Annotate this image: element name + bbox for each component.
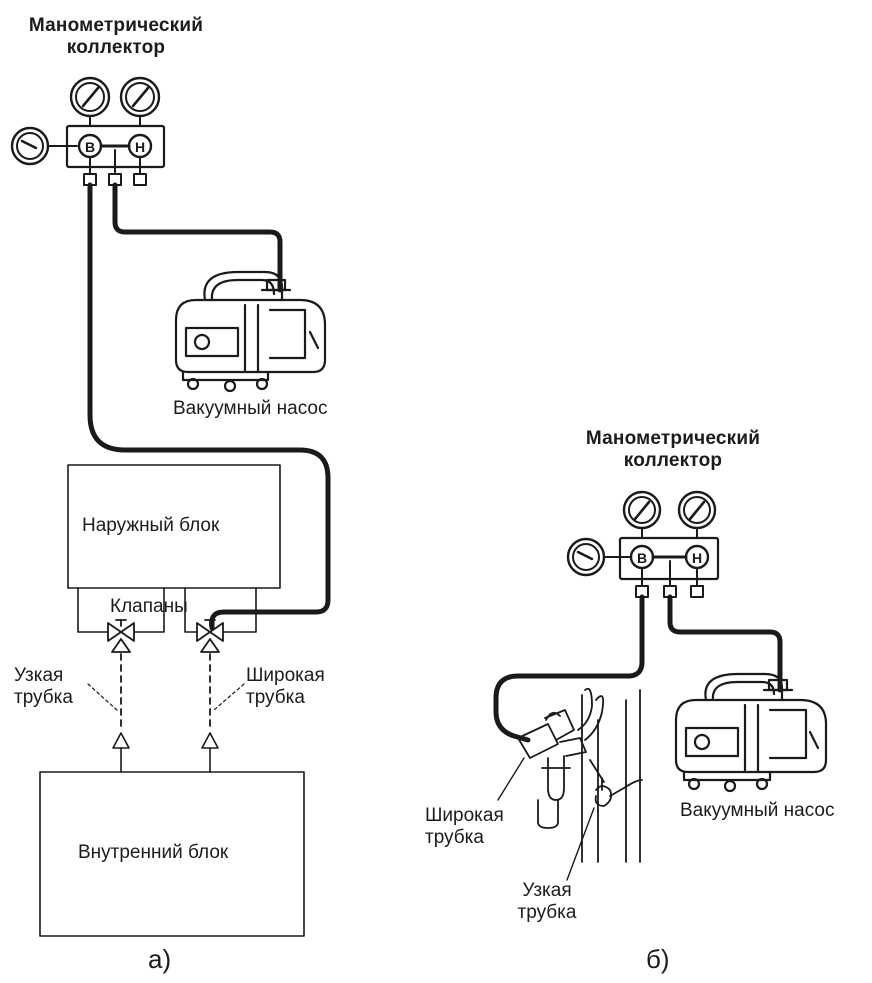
valve-wide-a [196,619,224,653]
wide-tube-label-b-line1: Широкая [425,805,504,826]
pump-label-b: Вакуумный насос [680,800,835,821]
outdoor-unit-label: Наружный блок [82,515,220,536]
hose-to-fitting-b [493,594,645,743]
valve-narrow-a [107,619,135,653]
vacuum-pump-b [674,672,828,793]
manifold-b [566,490,720,598]
wide-tube-label-b-line2: трубка [425,826,484,848]
hose-to-valve-a [87,182,331,631]
manifold-label-a-line2: коллектор [66,36,166,58]
gauge-letter-low-a: В [85,139,95,155]
hose-to-pump-a [112,182,283,293]
manifold-label-a: Манометрический коллектор [16,15,216,59]
manifold-a [10,76,166,186]
narrow-tube-label-b-line2: трубка [517,901,577,923]
pipe-installation-b [517,687,643,863]
gauge-letter-high-a: Н [135,139,145,155]
indoor-unit-box [39,771,305,937]
valves-label: Клапаны [110,596,188,617]
narrow-tube-label-a: Узкая трубка [14,665,73,709]
wide-tube-label-a-line2: трубка [246,686,305,708]
gauge-letter-low-b: В [637,550,647,566]
caption-a: а) [148,944,172,974]
manifold-label-b-line2: коллектор [623,449,723,471]
hose-to-pump-b [667,594,783,693]
gauge-letter-high-b: Н [692,550,702,566]
outdoor-unit-box [67,464,281,589]
manifold-label-b: Манометрический коллектор [568,428,778,472]
wide-tube-label-a-line1: Широкая [246,665,325,686]
manifold-label-a-line1: Манометрический [28,15,204,36]
pump-label-a: Вакуумный насос [173,398,328,419]
narrow-tube-label-b: Узкая трубка [507,880,587,924]
manifold-label-b-line1: Манометрический [585,428,761,449]
wide-tube-label-b: Широкая трубка [425,805,504,849]
indoor-unit-label: Внутренний блок [78,842,229,863]
narrow-tube-label-b-line1: Узкая [522,880,572,901]
wide-tube-label-a: Широкая трубка [246,665,325,709]
vacuum-pump-a [174,270,327,393]
narrow-tube-label-a-line2: трубка [14,686,73,708]
narrow-tube-label-a-line1: Узкая [14,665,64,686]
caption-b: б) [646,944,670,974]
